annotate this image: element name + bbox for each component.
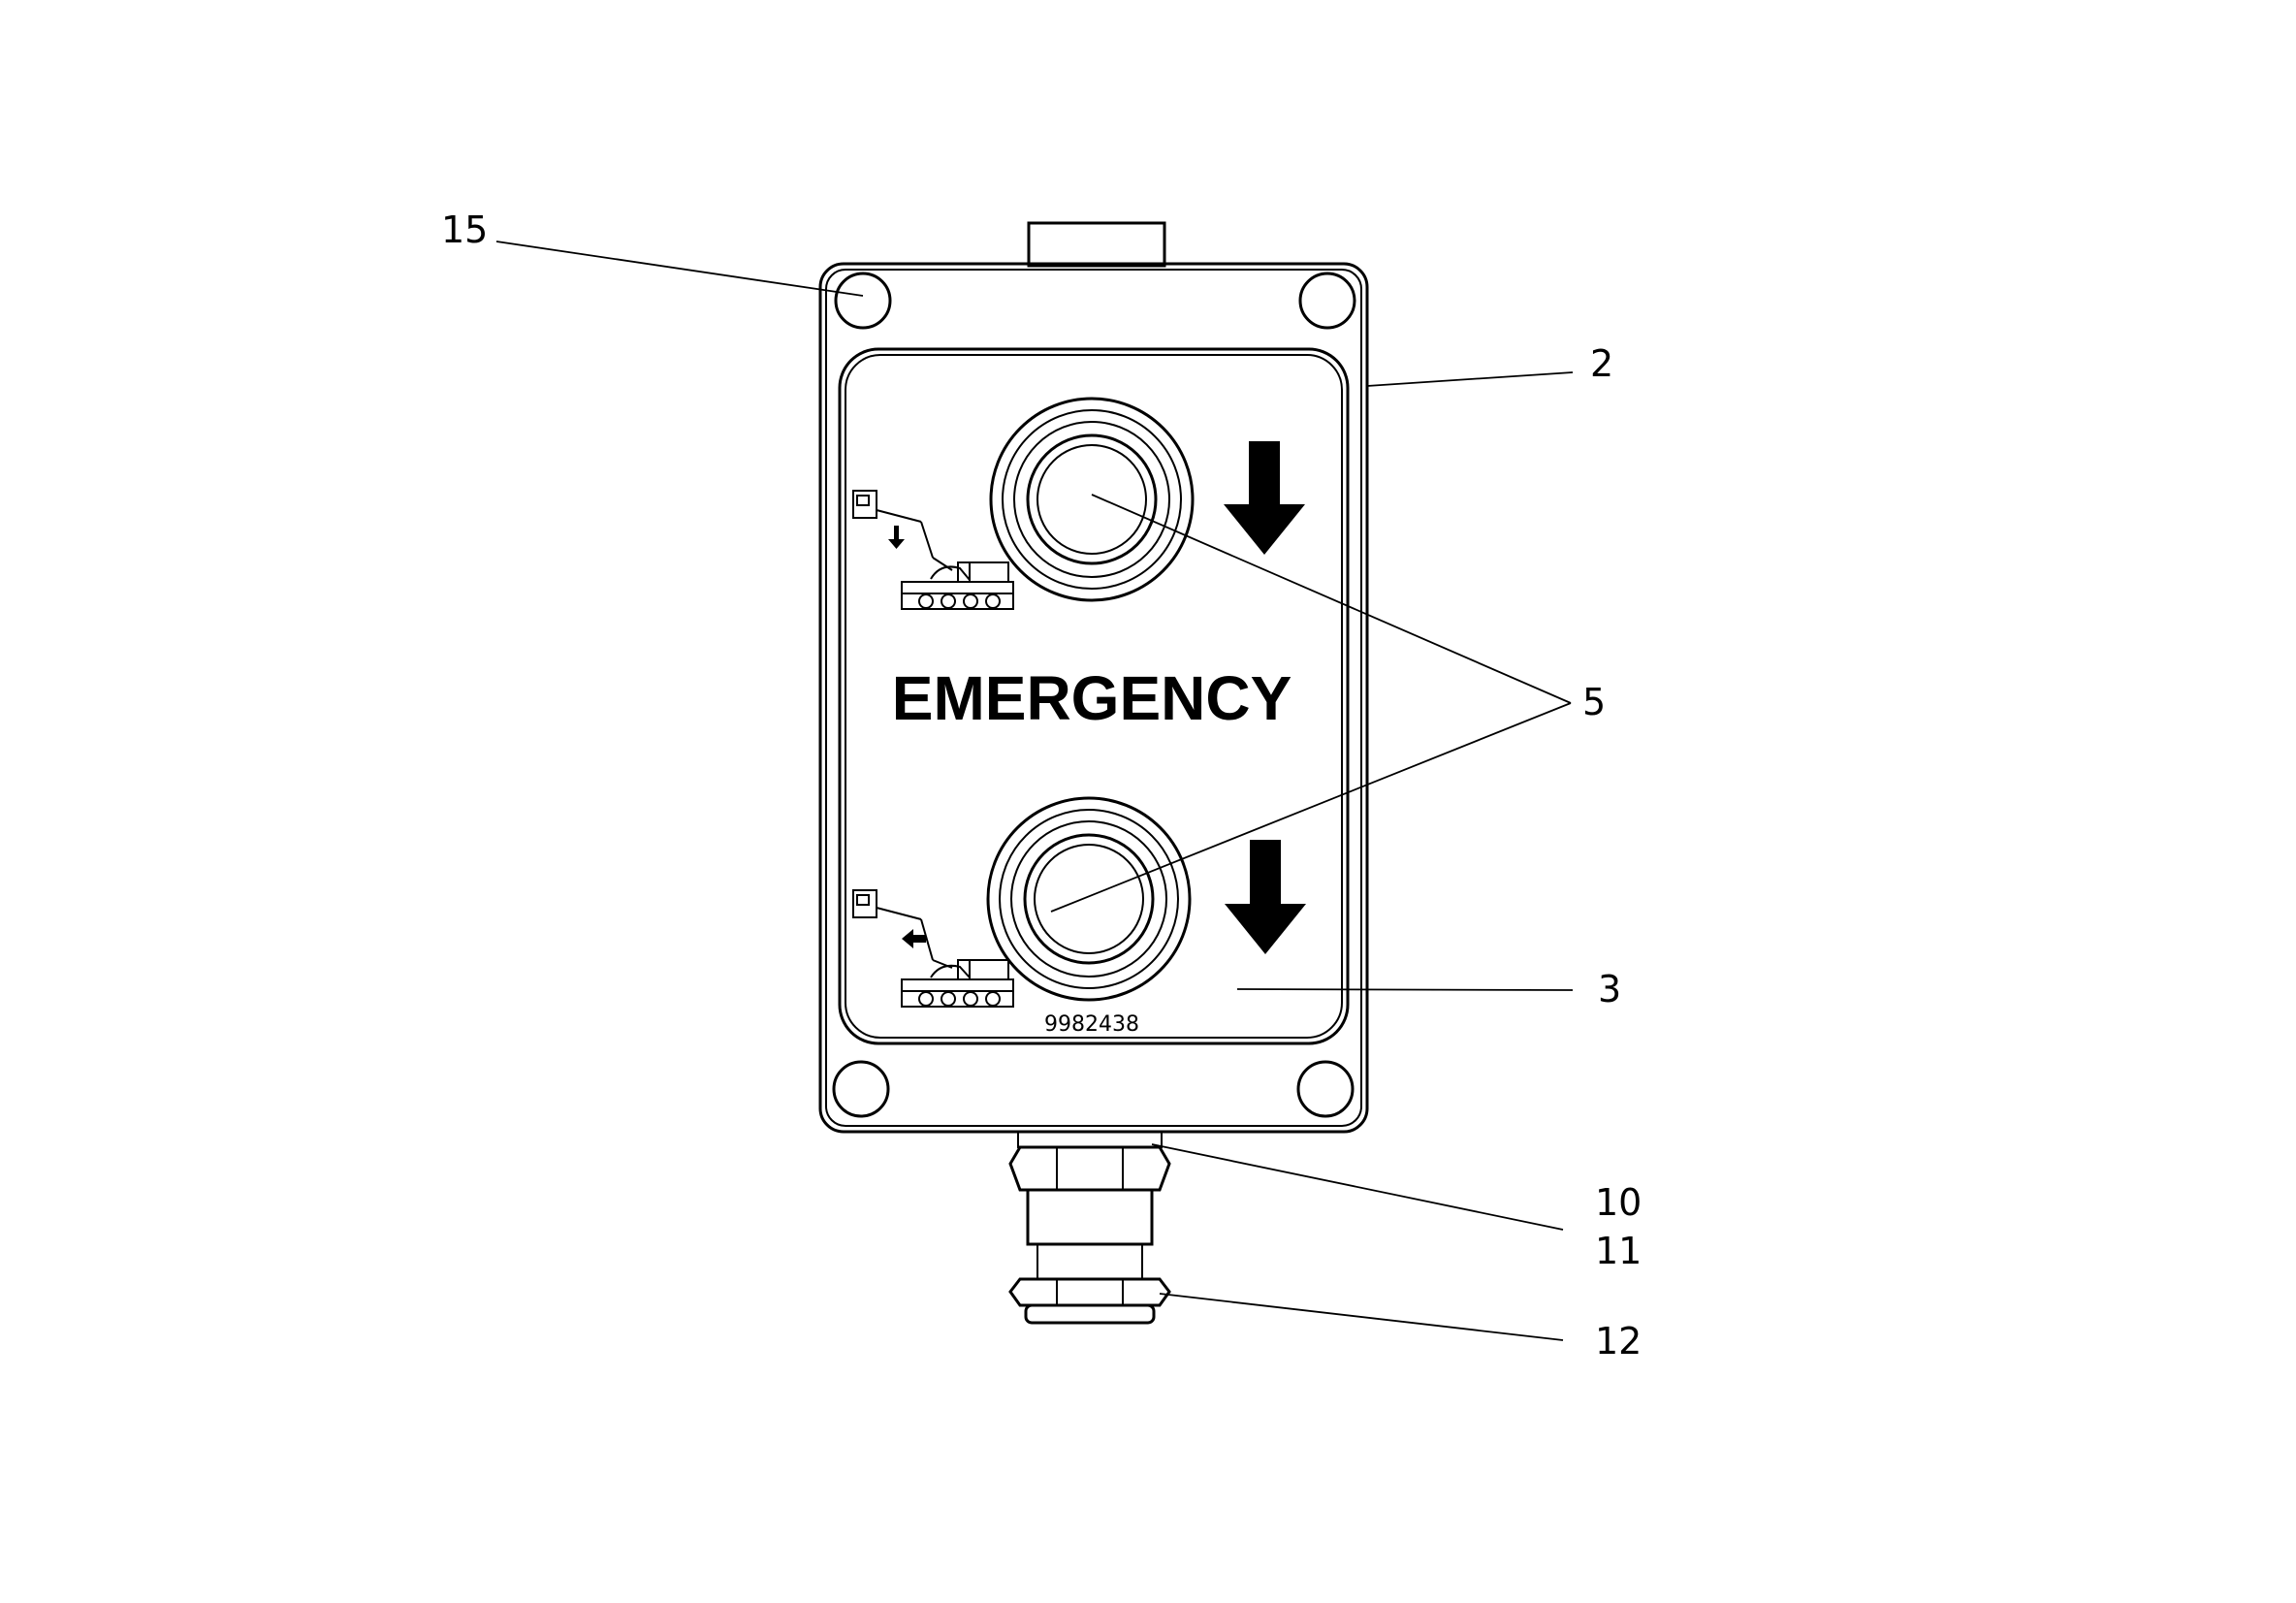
callout-10: 10: [1595, 1181, 1642, 1224]
callout-15: 15: [441, 208, 488, 251]
upper-push-button[interactable]: [989, 397, 1195, 602]
callout-3: 3: [1598, 968, 1621, 1010]
callout-2: 2: [1590, 342, 1613, 385]
front-plate: [838, 347, 1350, 1045]
arrow-down-icon: [1225, 840, 1306, 954]
lower-push-button[interactable]: [986, 796, 1192, 1002]
aerial-platform-lower-icon: [852, 490, 1014, 610]
panel-title: EMERGENCY: [892, 663, 1292, 733]
callout-12: 12: [1595, 1320, 1642, 1363]
leader-lines: [495, 240, 1574, 1341]
cable-gland: [1008, 1131, 1171, 1325]
top-boss: [1027, 221, 1166, 268]
aerial-platform-retract-icon: [852, 889, 1014, 1008]
callout-11: 11: [1595, 1230, 1642, 1272]
callout-5: 5: [1582, 681, 1606, 723]
screw-hole-icon: [834, 272, 892, 330]
screw-hole-icon: [1298, 272, 1356, 330]
part-number: 9982438: [1044, 1012, 1139, 1037]
screw-hole-icon: [1296, 1060, 1355, 1118]
arrow-down-icon: [1224, 441, 1305, 555]
screw-hole-icon: [832, 1060, 890, 1118]
